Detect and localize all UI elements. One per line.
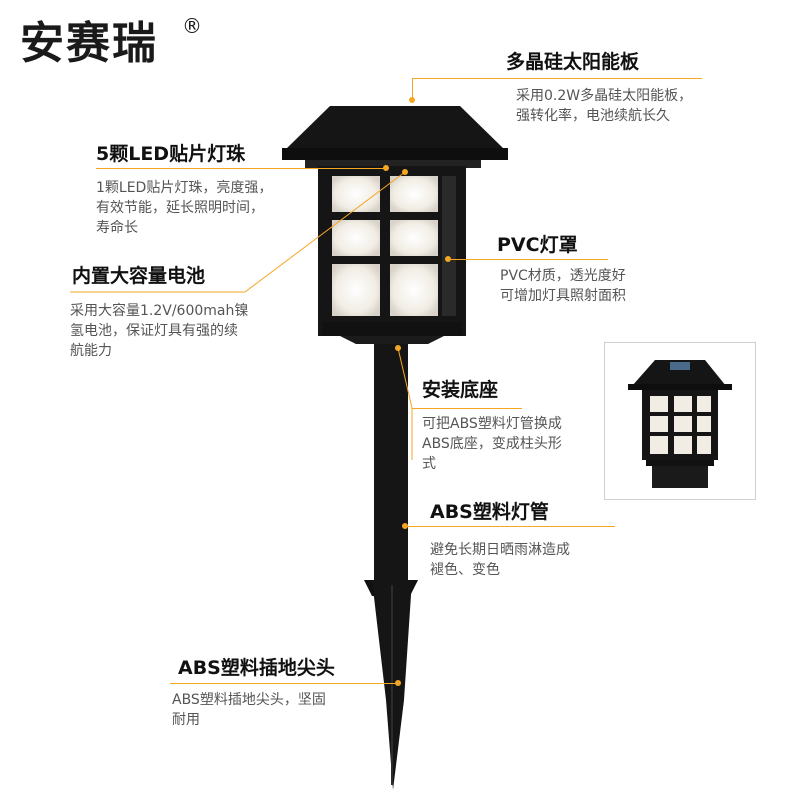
feature-title-ground-spike: ABS塑料插地尖头 bbox=[178, 657, 335, 679]
lamp-roof-base bbox=[305, 160, 481, 168]
inset-frame bbox=[604, 342, 756, 500]
registered-mark: ® bbox=[182, 14, 202, 38]
feature-title-pvc-shade: PVC灯罩 bbox=[497, 234, 578, 256]
feature-desc-abs-tube: 避免长期日晒雨淋造成 褪色、变色 bbox=[430, 542, 570, 578]
callout-line-spike bbox=[170, 683, 398, 684]
lamp-base bbox=[322, 322, 462, 336]
callout-dot-abs-tube bbox=[402, 523, 408, 529]
callout-dot-spike bbox=[395, 680, 401, 686]
callout-line-solar-v bbox=[412, 78, 413, 100]
lamp-base-taper bbox=[340, 336, 444, 344]
feature-desc-solar-panel: 采用0.2W多晶硅太阳能板， 强转化率，电池续航长久 bbox=[516, 88, 693, 124]
callout-dot-led bbox=[383, 165, 389, 171]
feature-desc-led: 1颗LED贴片灯珠，亮度强， 有效节能，延长照明时间， 寿命长 bbox=[96, 180, 273, 236]
feature-title-solar-panel: 多晶硅太阳能板 bbox=[506, 51, 640, 73]
callout-line-led bbox=[96, 168, 386, 169]
feature-title-battery: 内置大容量电池 bbox=[72, 265, 206, 287]
feature-title-abs-tube: ABS塑料灯管 bbox=[430, 501, 549, 523]
feature-desc-ground-spike: ABS塑料插地尖头，坚固 耐用 bbox=[172, 692, 326, 728]
feature-desc-mount-base: 可把ABS塑料灯管换成 ABS底座，变成柱头形 式 bbox=[422, 416, 562, 472]
feature-title-led: 5颗LED贴片灯珠 bbox=[96, 143, 246, 165]
lamp-pole bbox=[374, 344, 408, 580]
callout-line-abs-tube bbox=[405, 526, 615, 527]
callout-dot-pvc bbox=[445, 256, 451, 262]
lamp-roof-brim bbox=[282, 148, 508, 160]
feature-title-mount-base: 安装底座 bbox=[422, 379, 499, 401]
brand-logo: 安赛瑞 bbox=[20, 18, 158, 69]
lamp-side-panel bbox=[442, 176, 456, 316]
feature-desc-pvc-shade: PVC材质，透光度好 可增加灯具照射面积 bbox=[500, 268, 626, 304]
callout-line-solar bbox=[412, 78, 702, 79]
lamp-roof bbox=[285, 106, 505, 150]
callout-dot-solar bbox=[409, 97, 415, 103]
callout-line-pvc bbox=[448, 259, 608, 260]
callout-line-base bbox=[412, 408, 522, 409]
feature-desc-battery: 采用大容量1.2V/600mah镍 氢电池，保证灯具有强的续 航能力 bbox=[70, 303, 249, 359]
